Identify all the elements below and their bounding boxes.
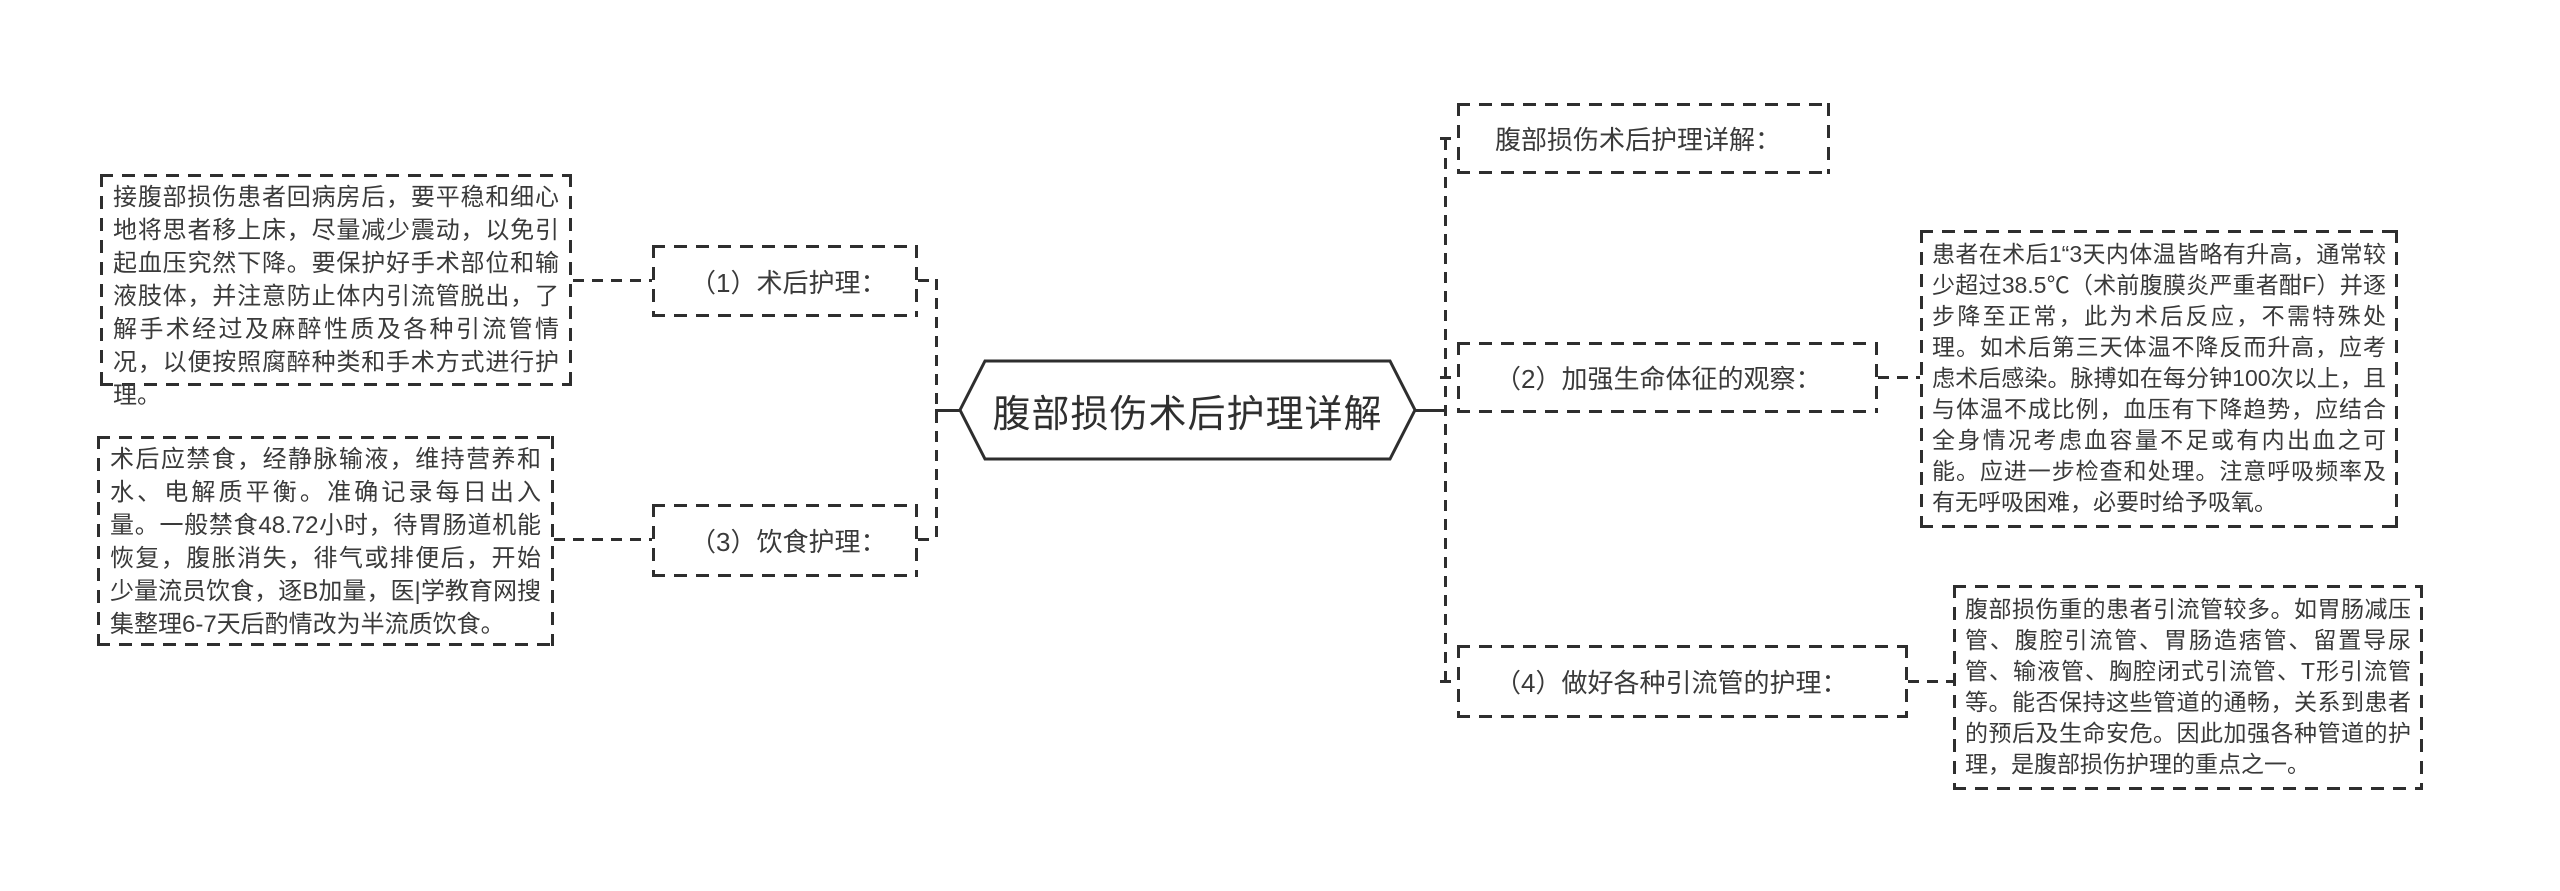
connector-note3-to-node3 <box>554 538 652 541</box>
connector-node4-to-detail <box>1908 680 1953 683</box>
detail-box-vital-signs: 患者在术后1“3天内体温皆略有升高，通常较少超过38.5℃（术前腹膜炎严重者酣F… <box>1920 230 2398 528</box>
note-box-postop-care: 接腹部损伤患者回病房后，要平稳和细心地将思者移上床，尽量减少震动，以免引起血压究… <box>100 174 572 409</box>
branch-node-1-postop-care: （1）术后护理： <box>652 245 918 317</box>
connector-node3-to-trunk <box>918 538 937 541</box>
connector-node2-to-detail <box>1878 376 1920 379</box>
connector-node1-to-trunk <box>918 279 937 282</box>
note-box-diet-care: 术后应禁食，经静脉输液，维持营养和水、电解质平衡。准确记录每日出入量。一般禁食4… <box>97 436 554 646</box>
branch-node-4-drainage-tubes: （4）做好各种引流管的护理： <box>1457 645 1908 718</box>
branch-node-2-vital-signs: （2）加强生命体征的观察： <box>1457 342 1878 413</box>
connector-trunk-to-node4 <box>1440 680 1457 683</box>
branch-node-3-diet-care: （3）饮食护理： <box>652 504 918 577</box>
connector-trunk-to-hexagon-left <box>935 409 960 412</box>
connector-trunk-to-right-header <box>1440 137 1457 140</box>
detail-box-drainage-tubes: 腹部损伤重的患者引流管较多。如胃肠减压管、腹腔引流管、胃肠造痞管、留置导尿管、输… <box>1953 585 2423 790</box>
connector-right-trunk <box>1444 139 1447 683</box>
center-topic-label: 腹部损伤术后护理详解 <box>992 393 1383 436</box>
center-topic: 腹部损伤术后护理详解 <box>955 357 1420 463</box>
right-header-node: 腹部损伤术后护理详解： <box>1457 103 1830 174</box>
connector-note1-to-node1 <box>573 279 652 282</box>
connector-hexagon-to-right-trunk <box>1414 409 1447 412</box>
connector-trunk-to-node2 <box>1440 376 1457 379</box>
